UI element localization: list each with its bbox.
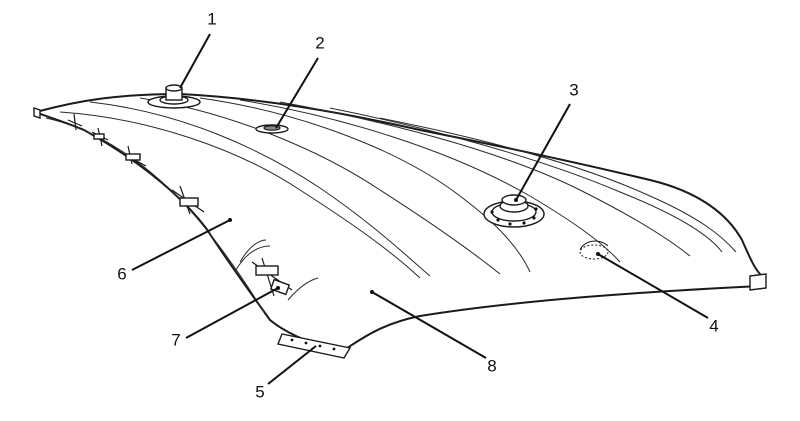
fold-line [239,239,267,263]
seam-line [139,97,501,275]
leader-dot [370,290,374,294]
seam-line [329,107,723,253]
bracket-7 [251,257,293,297]
fitting-3 [483,194,545,228]
leader-dot [276,286,280,290]
leader-6 [131,219,231,271]
callout-2: 2 [315,33,324,52]
callout-4: 4 [709,316,718,335]
attachment-bracket [67,113,83,131]
edge-fold [45,117,265,313]
fold-line [235,245,271,271]
seam-line [59,111,421,279]
leader-8 [371,291,487,359]
seam-line [279,101,691,257]
seam-line [89,101,431,277]
leader-dot [514,198,518,202]
fold-line [287,277,319,301]
callout-1: 1 [207,9,216,28]
left-tip-tab [33,107,41,119]
attachment-bracket [171,185,205,215]
callout-3: 3 [569,80,578,99]
attachment-bracket [91,127,109,147]
attachment-bracket [119,145,147,167]
seam-line [199,97,531,273]
leader-dot [596,252,600,256]
callout-7: 7 [171,330,180,349]
leader-dot [228,218,232,222]
seam-line [379,117,737,253]
leader-1 [179,33,211,89]
bladder-outline [35,93,763,351]
leader-4 [597,253,709,319]
fitting-1 [147,84,201,109]
leader-7 [185,287,279,339]
leader-3 [515,103,571,201]
callout-8: 8 [487,356,496,375]
callout-5: 5 [255,382,264,401]
fitting-2 [255,124,289,134]
strap-plate-5 [277,333,352,359]
callout-6: 6 [117,264,126,283]
leader-5 [267,345,317,385]
seam-line [239,99,621,263]
right-tip-plate [749,273,767,291]
fitting-4 [579,240,609,260]
leader-2 [275,57,319,129]
